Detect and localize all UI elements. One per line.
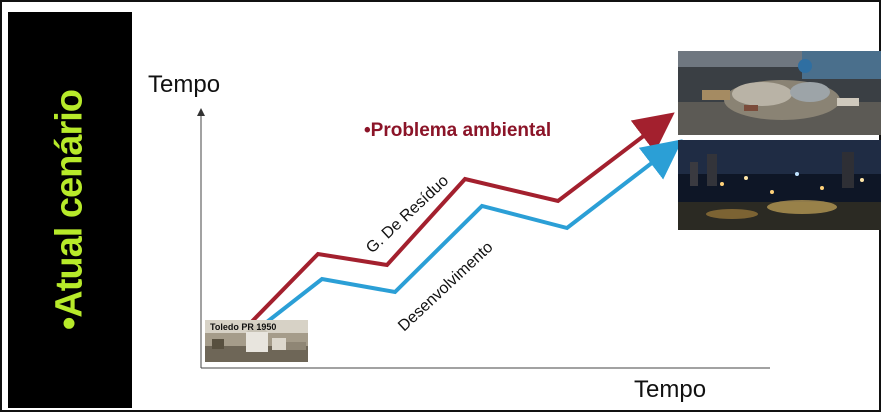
- old-city-photo: Toledo PR 1950: [205, 320, 308, 362]
- garbage-pile-photo: [678, 51, 881, 135]
- old-city-caption: Toledo PR 1950: [210, 322, 276, 332]
- y-axis-label: Tempo: [148, 71, 220, 98]
- series-label-desenvolvimento: Desenvolvimento: [395, 239, 496, 335]
- night-city-photo: [678, 140, 881, 230]
- x-axis-label: Tempo: [634, 376, 706, 403]
- series-line-desenvolvimento: [252, 139, 683, 334]
- diagram-heading: •Problema ambiental: [364, 120, 551, 141]
- series-line-residuo: [224, 112, 675, 350]
- sidebar: •Atual cenário: [8, 12, 132, 408]
